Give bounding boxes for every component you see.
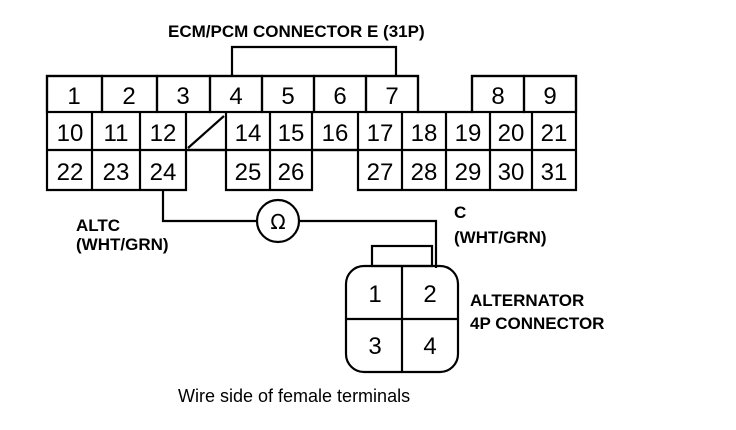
ecm-pin-label: 18 [411, 120, 438, 147]
alternator-connector-lock-tab [370, 244, 434, 268]
ecm-pin-label: 11 [104, 120, 129, 147]
ecm-pin-label: 19 [455, 120, 482, 147]
ecm-pin-label: 2 [122, 83, 135, 110]
ecm-pin-label: 25 [235, 159, 262, 186]
ecm-row-1 [45, 74, 578, 114]
alternator-pin-label: 3 [368, 333, 381, 360]
altc-wire-color: (WHT/GRN) [76, 235, 169, 254]
ecm-pin-label: 12 [150, 120, 177, 147]
ecm-pin-label: 20 [498, 120, 525, 147]
ecm-pin-label: 5 [281, 83, 294, 110]
ecm-pin-label: 6 [333, 83, 346, 110]
ecm-pin-label: 17 [367, 120, 394, 147]
connector-lock-tab [230, 45, 398, 76]
ecm-pin-label: 1 [67, 83, 80, 110]
ohmmeter-icon [255, 198, 301, 244]
ecm-pin-label: 24 [150, 159, 177, 186]
ecm-pin-label: 14 [235, 120, 262, 147]
test-lead-wire [161, 190, 438, 268]
ecm-pin-label: 4 [229, 83, 242, 110]
empty-cavity-mark [187, 115, 225, 149]
ecm-pin-label: 9 [543, 83, 556, 110]
ecm-pin-label: 10 [57, 120, 84, 147]
c-wire-label: C [454, 203, 466, 222]
ecm-pin-label: 16 [322, 120, 349, 147]
ecm-pin-label: 8 [491, 83, 504, 110]
alternator-pin-label: 4 [423, 333, 436, 360]
alternator-title-line2: 4P CONNECTOR [470, 314, 604, 333]
altc-wire-label: ALTC [76, 216, 120, 235]
ecm-pin-label: 22 [57, 159, 84, 186]
alternator-pin-label: 1 [368, 281, 381, 308]
ecm-row-2 [47, 112, 576, 190]
ecm-pin-label: 3 [176, 83, 189, 110]
ohm-symbol: Ω [270, 210, 285, 234]
ecm-pin-label: 29 [455, 159, 482, 186]
ecm-pin-label: 27 [367, 159, 394, 186]
ecm-pin-cell [364, 74, 420, 114]
ecm-pin-label: 31 [541, 159, 568, 186]
ecm-pin-label: 28 [411, 159, 438, 186]
alternator-pin-label: 2 [423, 281, 436, 308]
ecm-pin-label: 30 [498, 159, 525, 186]
ecm-pin-label: 7 [385, 83, 398, 110]
ecm-pin-cell [522, 74, 578, 114]
ecm-pin-label: 26 [278, 159, 305, 186]
ecm-connector-title: ECM/PCM CONNECTOR E (31P) [168, 22, 425, 41]
ecm-pin-label: 15 [278, 120, 305, 147]
ecm-pin-label: 21 [541, 120, 568, 147]
diagram-caption: Wire side of female terminals [178, 386, 410, 406]
alternator-title-line1: ALTERNATOR [470, 291, 584, 310]
c-wire-color: (WHT/GRN) [454, 228, 547, 247]
ecm-pin-label: 23 [103, 159, 130, 186]
